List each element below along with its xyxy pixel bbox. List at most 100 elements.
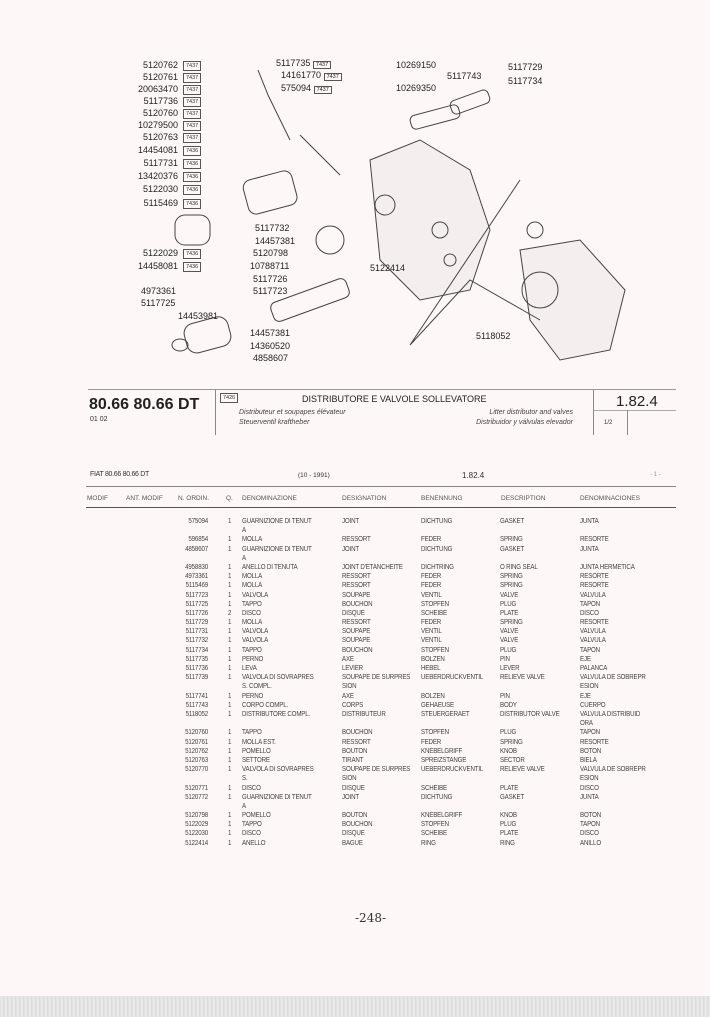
callout: 575094 7437 — [281, 83, 332, 94]
callout-code: 14161770 — [281, 70, 322, 80]
cell: TAPPO — [242, 819, 262, 829]
cell: DISCO — [580, 607, 599, 617]
cell: 1 — [228, 644, 232, 654]
cell: KNOB — [500, 745, 517, 755]
cell: 1 — [228, 745, 232, 755]
cell: VENTIL — [421, 589, 442, 599]
cell: 1 — [228, 571, 232, 581]
section-code: 1.82.4 — [616, 393, 658, 410]
callout: 14457381 — [250, 328, 291, 338]
cell: 1 — [228, 699, 232, 709]
cell: 1 — [228, 635, 232, 645]
cell: 1 — [228, 516, 232, 525]
cell: GEHAEUSE — [421, 699, 454, 709]
cell: BOLZEN — [421, 653, 445, 663]
cell: SPRING — [500, 580, 523, 590]
cell: BOUCHON — [342, 819, 373, 829]
cell: 596854 — [188, 534, 208, 544]
cell: 1 — [228, 791, 232, 801]
ref-box: 7426 — [220, 393, 239, 403]
callout: 4973361 — [141, 286, 177, 296]
list-date: (10 - 1991) — [298, 472, 330, 479]
col-header: DENOMINAZIONE — [242, 495, 297, 502]
cell: LEVER — [500, 663, 520, 673]
ref-box: 7437 — [313, 86, 332, 94]
cell: 1 — [228, 543, 232, 553]
callout: 5120760 — [142, 108, 178, 118]
col-header: N. ORDIN. — [178, 495, 210, 502]
cell: FEDER — [421, 617, 442, 627]
cell: SPRING — [500, 617, 523, 627]
cell: TAPON — [580, 598, 600, 608]
cell: 1 — [228, 736, 232, 746]
cell: CORPS — [342, 699, 364, 709]
cell: LEVIER — [342, 663, 363, 673]
divider — [627, 410, 628, 435]
cell: TAPPO — [242, 727, 262, 737]
cell: 5120762 — [185, 745, 208, 755]
cell: JUNTA — [580, 543, 599, 553]
cell: JUNTA HERMETICA — [580, 561, 635, 571]
cell: RESSORT — [342, 736, 371, 746]
callout: 10788711 — [250, 261, 290, 271]
callout: 14457381 — [255, 236, 296, 246]
callout: 14360520 — [250, 341, 291, 351]
cell: SPREIZSTANGE — [421, 754, 467, 764]
cell: VALVE — [500, 626, 519, 636]
cell: 1 — [228, 672, 232, 682]
cell: RESSORT — [342, 580, 371, 590]
cell: 1 — [228, 617, 232, 627]
cell: 5120770 — [185, 764, 208, 774]
list-page: - 1 - — [650, 472, 661, 478]
ref-box: 7436 — [183, 172, 202, 182]
divider — [86, 486, 676, 487]
cell: VALVULA DE SOBREPR ESION — [580, 672, 646, 691]
cell: 1 — [228, 708, 232, 718]
ref-box: 7436 — [183, 146, 202, 156]
cell: 5117732 — [185, 635, 209, 645]
cell: DICHTRING — [421, 561, 454, 571]
callout: 14453981 — [178, 311, 219, 321]
cell: 5117729 — [185, 617, 209, 627]
cell: RESORTE — [580, 534, 609, 544]
cell: PIN — [500, 690, 510, 700]
cell: 575094 — [188, 516, 208, 525]
cell: 1 — [228, 828, 232, 838]
cell: FEDER — [421, 534, 442, 544]
section-title: DISTRIBUTORE E VALVOLE SOLLEVATORE — [302, 394, 487, 404]
cell: JOINT — [342, 543, 359, 553]
cell: POMELLO — [242, 745, 271, 755]
callout: 5118052 — [476, 331, 511, 341]
callout: 10269350 — [396, 83, 437, 93]
col-header: MODIF — [87, 495, 108, 502]
cell: SOUPAPE DE SURPRES SION — [342, 672, 411, 691]
cell: 5120761 — [185, 736, 208, 746]
cell: 5120798 — [185, 810, 208, 820]
divider — [593, 390, 594, 435]
cell: SCHEIBE — [421, 828, 447, 838]
callout: 14458081 — [137, 261, 178, 271]
callout-code: 575094 — [281, 83, 312, 93]
cell: 5117726 — [185, 607, 209, 617]
cell: HEBEL — [421, 663, 441, 673]
cell: 5120772 — [185, 791, 208, 801]
cell: DISTRIBUTORE COMPL. — [242, 708, 311, 718]
scan-edge — [0, 996, 710, 1017]
cell: 5117743 — [185, 699, 209, 709]
cell: 5117731 — [185, 626, 209, 636]
cell: DISCO — [580, 782, 599, 792]
cell: 1 — [228, 589, 232, 599]
cell: 1 — [228, 626, 232, 636]
cell: DISQUE — [342, 607, 365, 617]
cell: SCHEIBE — [421, 607, 447, 617]
callout: 4858607 — [253, 353, 289, 363]
cell: STOPFEN — [421, 598, 449, 608]
callout: 5120763 — [142, 132, 178, 142]
cell: RESORTE — [580, 736, 609, 746]
cell: KNEBELGRIFF — [421, 810, 463, 820]
ref-box: 7437 — [312, 61, 332, 69]
cell: GUARNIZIONE DI TENUT A — [242, 543, 312, 562]
cell: 4958830 — [185, 561, 208, 571]
list-code: 1.82.4 — [462, 471, 485, 480]
